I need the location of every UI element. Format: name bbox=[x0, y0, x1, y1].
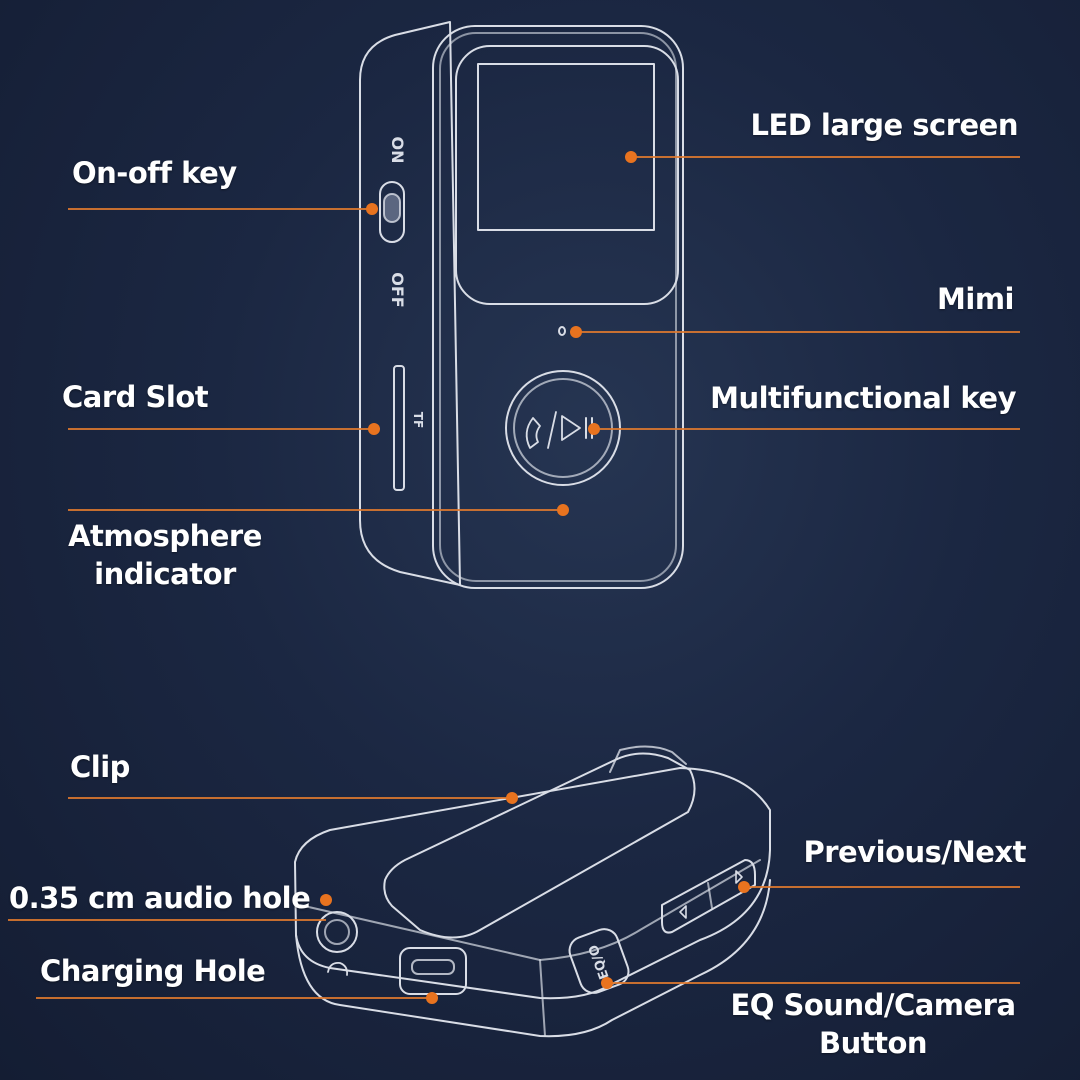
label-previous-next: Previous/Next bbox=[803, 835, 1027, 869]
label-multifunctional-key: Multifunctional key bbox=[710, 381, 1016, 415]
callout-dot-led-screen bbox=[625, 151, 637, 163]
screen-bezel bbox=[455, 45, 679, 305]
headphone-icon bbox=[327, 962, 349, 976]
previous-icon bbox=[679, 905, 687, 919]
charging-port bbox=[399, 947, 467, 995]
callout-dot-on-off-key bbox=[366, 203, 378, 215]
clip bbox=[383, 752, 696, 939]
callout-dot-charging-hole bbox=[426, 992, 438, 1004]
phone-icon bbox=[525, 417, 541, 449]
mic-hole bbox=[558, 326, 566, 336]
callout-dot-audio-hole bbox=[320, 894, 332, 906]
switch-on-label: ON bbox=[388, 137, 407, 164]
power-switch-knob bbox=[383, 193, 401, 223]
switch-off-label: OFF bbox=[388, 272, 407, 307]
label-charging-hole: Charging Hole bbox=[40, 954, 266, 988]
label-mimi: Mimi bbox=[937, 282, 1014, 316]
callout-dot-eq-camera-button bbox=[601, 977, 613, 989]
label-eq-camera-button: EQ Sound/Camera Button bbox=[730, 988, 1016, 1060]
front-view-device bbox=[359, 21, 684, 589]
label-card-slot: Card Slot bbox=[62, 380, 209, 414]
callout-dot-multifunctional-key bbox=[588, 423, 600, 435]
label-on-off-key: On-off key bbox=[72, 156, 237, 190]
callout-dot-previous-next bbox=[738, 881, 750, 893]
card-slot bbox=[393, 365, 405, 491]
multifunction-button-inner bbox=[513, 378, 613, 478]
label-atmosphere-indicator: Atmosphere indicator bbox=[68, 519, 262, 591]
slash-icon bbox=[547, 411, 557, 449]
callout-dot-card-slot bbox=[368, 423, 380, 435]
next-icon bbox=[735, 870, 743, 884]
callout-dot-clip bbox=[506, 792, 518, 804]
card-slot-marking: TF bbox=[411, 412, 425, 428]
label-led-screen: LED large screen bbox=[750, 108, 1018, 142]
label-clip: Clip bbox=[70, 750, 130, 784]
audio-jack bbox=[316, 911, 358, 953]
eq-button-marking: EQ/O bbox=[586, 942, 612, 981]
back-view-device bbox=[294, 745, 771, 1038]
power-switch bbox=[379, 181, 405, 243]
callout-dot-mimi bbox=[570, 326, 582, 338]
play-icon bbox=[561, 415, 581, 441]
led-screen bbox=[477, 63, 655, 231]
multifunction-button-outer bbox=[505, 370, 621, 486]
callout-dot-atmosphere-indicator bbox=[557, 504, 569, 516]
label-audio-hole: 0.35 cm audio hole bbox=[9, 881, 311, 915]
prev-next-rocker bbox=[661, 859, 756, 934]
